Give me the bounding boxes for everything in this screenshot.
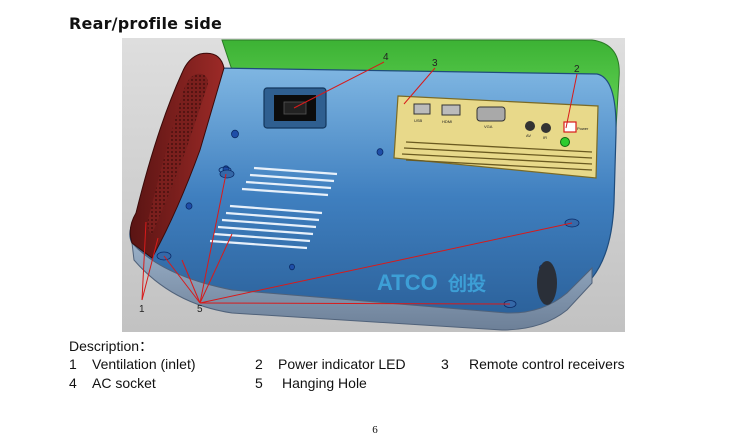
port-label-usb: USB	[414, 118, 423, 123]
item-label-ventilation: Ventilation (inlet)	[92, 356, 196, 372]
item-label-ac-socket: AC socket	[92, 375, 156, 391]
vent-slats	[209, 166, 338, 250]
base-rim	[131, 241, 593, 331]
item-number-3: 3	[441, 356, 449, 372]
power-led-icon	[560, 137, 570, 147]
front-grille-mesh	[147, 73, 208, 234]
port-label-vga: VGA	[484, 124, 493, 129]
rubber-foot	[537, 261, 557, 305]
callout-1: 1	[139, 304, 145, 315]
callout-3: 3	[432, 58, 438, 69]
item-label-power-led: Power indicator LED	[278, 356, 406, 372]
item-number-2: 2	[255, 356, 263, 372]
item-number-1: 1	[69, 356, 77, 372]
port-label-ir: IR	[543, 135, 547, 140]
callout-2: 2	[574, 64, 580, 75]
item-number-4: 4	[69, 375, 77, 391]
connector-panel	[393, 95, 599, 179]
item-label-hanging-hole: Hanging Hole	[282, 375, 367, 391]
logo-text: ATCO	[377, 270, 438, 295]
page-number: 6	[372, 424, 378, 436]
port-label-hdmi: HDMI	[442, 119, 452, 124]
callout-5: 5	[197, 304, 203, 315]
callout-numbers: 1 2 3 4 5	[139, 52, 580, 315]
logo-chinese-text: 创投	[447, 272, 486, 295]
port-labels: USB HDMI VGA AV IR Power	[414, 118, 589, 140]
atco-logo: ATCO 创投	[377, 270, 486, 295]
item-number-5: 5	[255, 375, 263, 391]
leader-lines	[141, 61, 578, 305]
projector-rear-illustration: USB HDMI VGA AV IR Power ATCO 创投	[122, 38, 625, 332]
description-title: Description：	[69, 338, 154, 354]
item-label-remote-receivers: Remote control receivers	[469, 356, 625, 372]
port-label-power: Power	[577, 126, 589, 131]
callout-4: 4	[383, 52, 389, 63]
page-heading: Rear/profile side	[69, 14, 223, 33]
port-label-av: AV	[526, 133, 531, 138]
